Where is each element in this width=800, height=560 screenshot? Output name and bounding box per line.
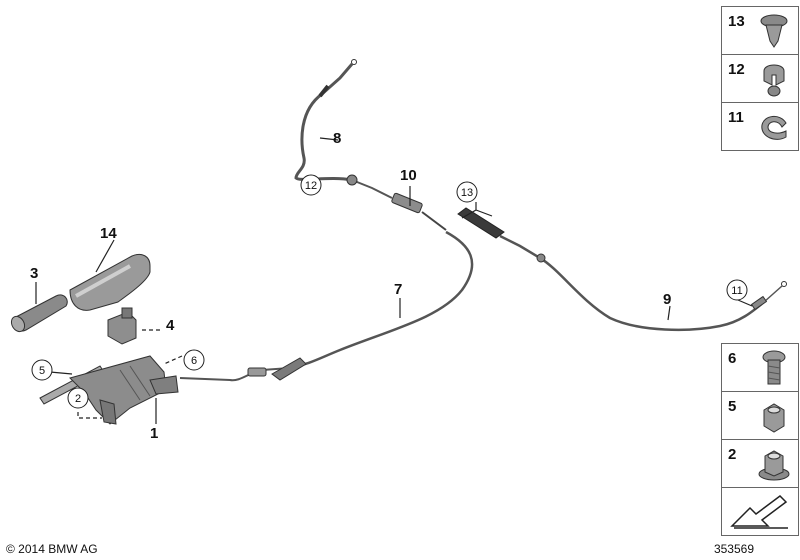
callout-8: 8: [333, 130, 341, 147]
c-clip-icon: [761, 116, 787, 140]
legend-number: 11: [728, 109, 744, 126]
legend-number: 12: [728, 61, 745, 78]
callout-5: 5: [39, 365, 45, 377]
callout-13: 13: [461, 187, 473, 199]
cable-7-sleeve: [271, 357, 307, 381]
connector-10: [391, 192, 447, 231]
legend-item-2: 2: [722, 440, 798, 488]
small-parts-legend-top: 13 12 11: [721, 6, 799, 151]
callout-10: 10: [400, 167, 417, 184]
copyright-text: © 2014 BMW AG: [6, 542, 98, 556]
circled-callouts: 12 13 11 5 6 2: [31, 174, 748, 409]
legend-number: 2: [728, 446, 737, 463]
legend-item-5: 5: [722, 392, 798, 440]
callout-12: 12: [305, 180, 317, 192]
flange-nut-icon: [758, 450, 790, 481]
diagram-number: 353569: [713, 542, 754, 556]
legend-number: 6: [728, 350, 737, 367]
lever-assembly-1: [39, 355, 179, 425]
legend-item-11: 11: [722, 103, 798, 150]
small-parts-legend-bottom: 6 5 2: [721, 343, 799, 536]
torx-bolt-icon: [762, 350, 786, 385]
direction-arrow-icon: [730, 495, 788, 529]
cable-clip-icon: [763, 64, 785, 97]
handbrake-handle-14: [69, 253, 151, 311]
legend-direction-arrow: [722, 488, 798, 535]
legend-item-13: 13: [722, 7, 798, 55]
callout-9: 9: [663, 291, 671, 308]
legend-number: 13: [728, 13, 745, 30]
callout-4: 4: [166, 317, 175, 334]
callout-14: 14: [100, 225, 117, 242]
bracket-4: [107, 307, 137, 345]
callout-3: 3: [30, 265, 38, 282]
callout-1: 1: [150, 425, 158, 442]
cable-7: [179, 230, 474, 382]
legend-item-12: 12: [722, 55, 798, 103]
grip-3: [10, 294, 68, 333]
hex-nut-icon: [763, 403, 785, 433]
connector-13: [457, 207, 505, 239]
legend-item-6: 6: [722, 344, 798, 392]
callout-6: 6: [191, 355, 197, 367]
leader-lines: [35, 137, 753, 424]
callout-7: 7: [394, 281, 402, 298]
cable-9: [499, 234, 783, 332]
legend-number: 5: [728, 398, 737, 415]
push-rivet-icon: [760, 14, 788, 48]
callout-11: 11: [731, 285, 742, 297]
callout-2: 2: [75, 393, 81, 405]
